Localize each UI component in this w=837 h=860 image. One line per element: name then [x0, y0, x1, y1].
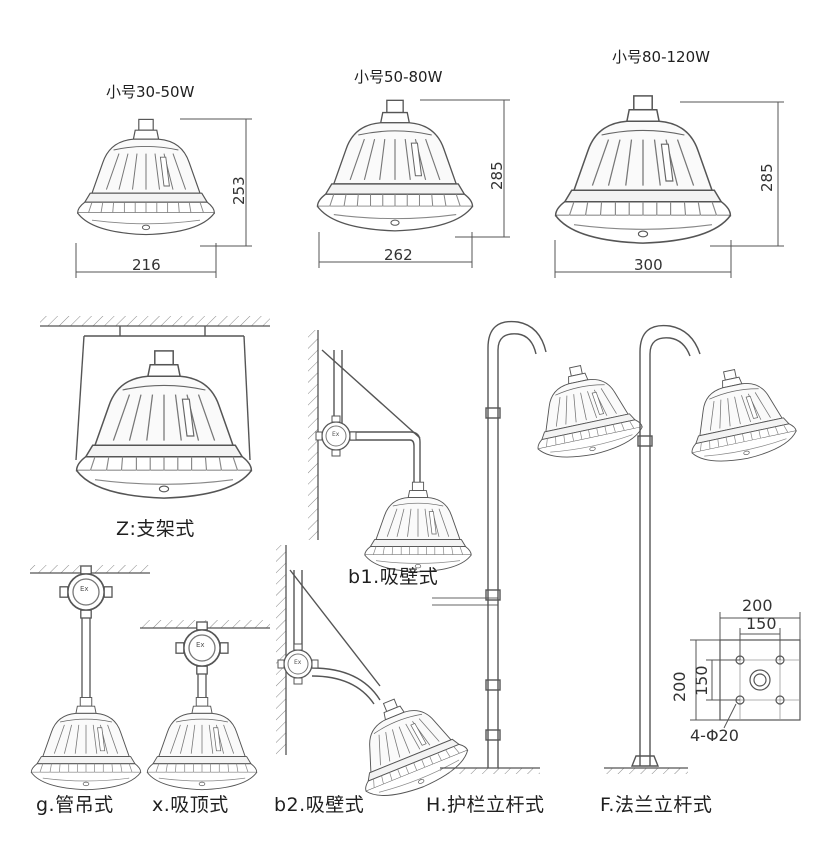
- flange-outer-width: 200: [742, 596, 773, 615]
- caption-b2: b2.吸壁式: [274, 794, 365, 816]
- flange-holes: 4-Φ20: [690, 726, 739, 745]
- lamp-small: [77, 118, 215, 236]
- caption-h: H.护栏立杆式: [426, 794, 545, 816]
- pole-h: [485, 320, 547, 768]
- pipe-g: [81, 618, 91, 700]
- flange-plate: [719, 639, 801, 721]
- bracket-z: [75, 326, 251, 461]
- size-large-height: 285: [758, 163, 776, 192]
- lamp-b2: [337, 680, 475, 808]
- arm-b2: [289, 569, 381, 705]
- size-small-title: 小号30-50W: [106, 83, 195, 101]
- caption-g: g.管吊式: [36, 794, 114, 816]
- lamp-b1: [364, 481, 472, 573]
- arm-b1: [321, 349, 421, 488]
- size-medium-height: 285: [488, 161, 506, 190]
- lamp-h: [522, 355, 647, 466]
- flange-outer-height: 200: [670, 671, 689, 702]
- lamp-z: [75, 350, 253, 499]
- size-large-title: 小号80-120W: [612, 48, 710, 66]
- dim-large: [554, 101, 784, 278]
- caption-z: Z:支架式: [116, 518, 195, 540]
- wall-b2: [276, 545, 287, 755]
- size-small-width: 216: [132, 256, 161, 274]
- caption-f: F.法兰立杆式: [600, 794, 713, 816]
- junction-box-mark-g: Ex: [80, 585, 89, 593]
- ground-f: [604, 767, 688, 774]
- ceiling-z: [40, 316, 270, 327]
- size-medium-width: 262: [384, 246, 413, 264]
- flange-inner-height: 150: [692, 665, 711, 696]
- lamp-f: [676, 359, 801, 470]
- caption-x: x.吸顶式: [152, 794, 229, 816]
- size-medium-title: 小号50-80W: [354, 68, 443, 86]
- junction-box-mark-b1: Ex: [332, 431, 340, 438]
- pole-f: [630, 324, 701, 767]
- size-large-width: 300: [634, 256, 663, 274]
- lamp-g: [30, 697, 142, 791]
- dim-small: [75, 118, 252, 278]
- dim-medium: [318, 99, 510, 268]
- size-small-height: 253: [230, 176, 248, 205]
- junction-box-mark-b2: Ex: [294, 659, 302, 666]
- railing-h: [432, 597, 498, 606]
- caption-b1: b1.吸壁式: [348, 566, 439, 588]
- lamp-medium: [316, 99, 474, 232]
- flange-inner-width: 150: [746, 614, 777, 633]
- pipe-x: [197, 674, 207, 700]
- junction-box-mark-x: Ex: [196, 641, 205, 649]
- lamp-x: [146, 697, 258, 791]
- lamp-large: [554, 95, 732, 244]
- ground-h: [440, 767, 540, 774]
- flange-dims: [690, 612, 801, 729]
